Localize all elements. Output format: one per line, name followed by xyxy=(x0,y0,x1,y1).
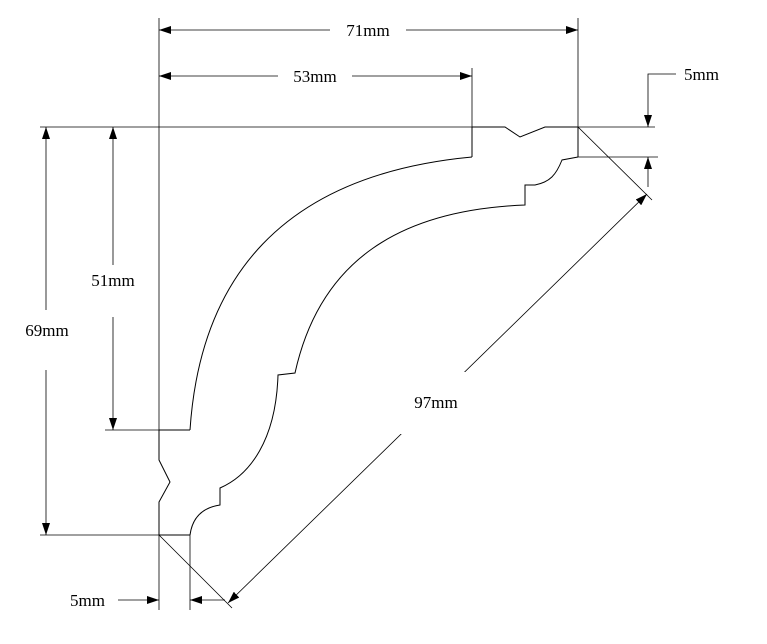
dimension-label-53mm: 53mm xyxy=(293,67,336,86)
dimension-label-97mm: 97mm xyxy=(414,393,457,412)
dimension-5mm-top: 5mm xyxy=(644,65,719,187)
cornice-profile xyxy=(158,126,579,536)
dimension-label-71mm: 71mm xyxy=(346,21,389,40)
dimension-71mm: 71mm xyxy=(159,20,578,42)
dimension-53mm: 53mm xyxy=(159,66,472,88)
dimension-51mm: 51mm xyxy=(80,127,146,430)
dimension-5mm-bottom: 5mm xyxy=(70,591,225,610)
dimension-label-5mm-bottom: 5mm xyxy=(70,591,105,610)
dimension-69mm: 69mm xyxy=(14,127,80,535)
dimension-label-51mm: 51mm xyxy=(91,271,134,290)
dimension-label-5mm-top: 5mm xyxy=(684,65,719,84)
dimension-97mm: 97mm xyxy=(227,193,648,604)
dimension-label-69mm: 69mm xyxy=(25,321,68,340)
